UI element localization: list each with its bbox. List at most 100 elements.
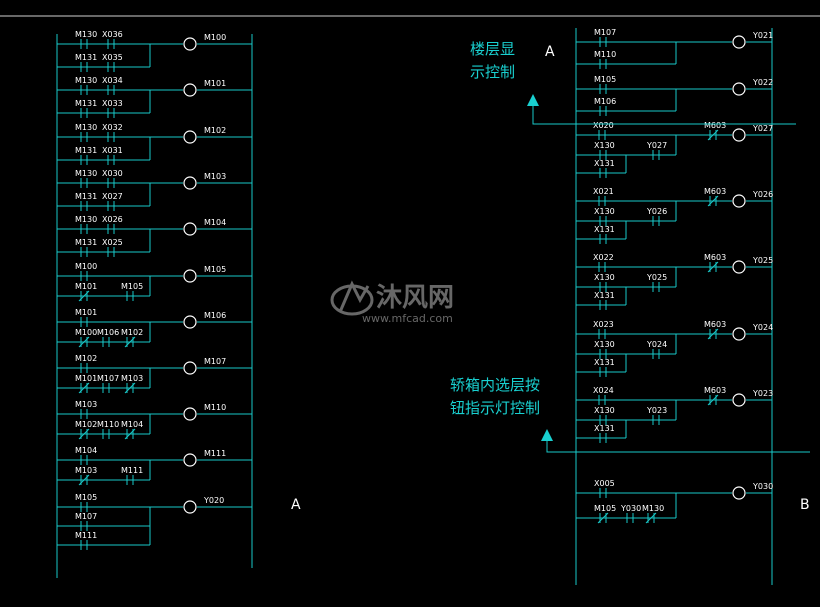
contact-label: Y026 <box>646 207 667 216</box>
contact-label: M103 <box>75 466 97 475</box>
coil-icon <box>183 222 197 236</box>
no-contact-icon <box>599 234 607 244</box>
contact-label: M130 <box>75 123 97 132</box>
no-contact-icon <box>80 247 88 257</box>
contact-label: X024 <box>593 386 614 395</box>
coil-label: M104 <box>204 218 226 227</box>
contact-label: X025 <box>102 238 123 247</box>
contact-label: X022 <box>593 253 614 262</box>
coil-label: Y025 <box>752 256 773 265</box>
no-contact-icon <box>107 178 115 188</box>
no-contact-icon <box>80 39 88 49</box>
nc-contact-icon <box>124 428 136 440</box>
note-arrow-up-icon <box>541 429 553 441</box>
contact-label: M603 <box>704 320 726 329</box>
contact-slash <box>707 195 719 207</box>
no-contact-icon <box>599 433 607 443</box>
contact-label: X131 <box>594 424 615 433</box>
coil-label: Y023 <box>752 389 773 398</box>
contact-label: X005 <box>594 479 615 488</box>
no-contact-icon <box>599 415 607 425</box>
contact-slash <box>707 261 719 273</box>
no-contact-icon <box>80 540 88 550</box>
contact-slash <box>707 394 719 406</box>
contact-label: M107 <box>97 374 119 383</box>
contact-label: X034 <box>102 76 123 85</box>
watermark-url: www.mfcad.com <box>362 312 453 325</box>
contact-label: X036 <box>102 30 123 39</box>
coil-label: M102 <box>204 126 226 135</box>
coil-label: M110 <box>204 403 226 412</box>
contact-label: M131 <box>75 146 97 155</box>
nc-contact-icon <box>124 336 136 348</box>
no-contact-icon <box>107 155 115 165</box>
contact-slash <box>78 336 90 348</box>
contact-label: M107 <box>594 28 616 37</box>
no-contact-icon <box>102 383 110 393</box>
contact-label: X130 <box>594 406 615 415</box>
no-contact-icon <box>598 262 606 272</box>
coil-label: M107 <box>204 357 226 366</box>
connector-marker-a: A <box>291 497 301 513</box>
no-contact-icon <box>599 216 607 226</box>
contact-label: X130 <box>594 207 615 216</box>
contact-label: X130 <box>594 141 615 150</box>
no-contact-icon <box>599 367 607 377</box>
note-leader <box>546 441 810 453</box>
coil-label: M111 <box>204 449 226 458</box>
contact-label: M130 <box>75 169 97 178</box>
contact-label: Y023 <box>646 406 667 415</box>
contact-label: M103 <box>121 374 143 383</box>
no-contact-icon <box>599 106 607 116</box>
contact-label: X030 <box>102 169 123 178</box>
contact-slash <box>707 328 719 340</box>
no-contact-icon <box>80 201 88 211</box>
no-contact-icon <box>599 282 607 292</box>
coil-label: Y020 <box>203 496 224 505</box>
no-contact-icon <box>599 84 607 94</box>
contact-label: Y027 <box>646 141 667 150</box>
no-contact-icon <box>80 132 88 142</box>
contact-slash <box>78 290 90 302</box>
contact-slash <box>645 512 657 524</box>
contact-label: X032 <box>102 123 123 132</box>
contact-label: X023 <box>593 320 614 329</box>
nc-contact-icon <box>597 512 609 524</box>
no-contact-icon <box>102 429 110 439</box>
contact-label: X130 <box>594 340 615 349</box>
contact-label: X130 <box>594 273 615 282</box>
no-contact-icon <box>107 201 115 211</box>
contact-slash <box>78 474 90 486</box>
contact-slash <box>78 428 90 440</box>
coil-label: M101 <box>204 79 226 88</box>
contact-label: Y030 <box>620 504 641 513</box>
contact-label: M100 <box>75 262 97 271</box>
coil-label: Y022 <box>752 78 773 87</box>
no-contact-icon <box>599 300 607 310</box>
no-contact-icon <box>126 475 134 485</box>
contact-label: M106 <box>594 97 616 106</box>
nc-contact-icon <box>78 382 90 394</box>
no-contact-icon <box>599 59 607 69</box>
no-contact-icon <box>652 415 660 425</box>
connector-marker-b: B <box>800 497 810 513</box>
no-contact-icon <box>107 132 115 142</box>
no-contact-icon <box>107 85 115 95</box>
coil-label: Y024 <box>752 323 773 332</box>
no-contact-icon <box>599 349 607 359</box>
contact-slash <box>124 382 136 394</box>
contact-label: M105 <box>594 75 616 84</box>
no-contact-icon <box>652 282 660 292</box>
contact-label: M103 <box>75 400 97 409</box>
contact-slash <box>597 512 609 524</box>
no-contact-icon <box>652 150 660 160</box>
coil-icon <box>183 269 197 283</box>
coil-icon <box>183 37 197 51</box>
no-contact-icon <box>80 155 88 165</box>
contact-label: M102 <box>75 354 97 363</box>
note-leader <box>532 106 796 125</box>
coil-icon <box>732 194 746 208</box>
contact-label: M104 <box>121 420 143 429</box>
coil-icon <box>732 128 746 142</box>
